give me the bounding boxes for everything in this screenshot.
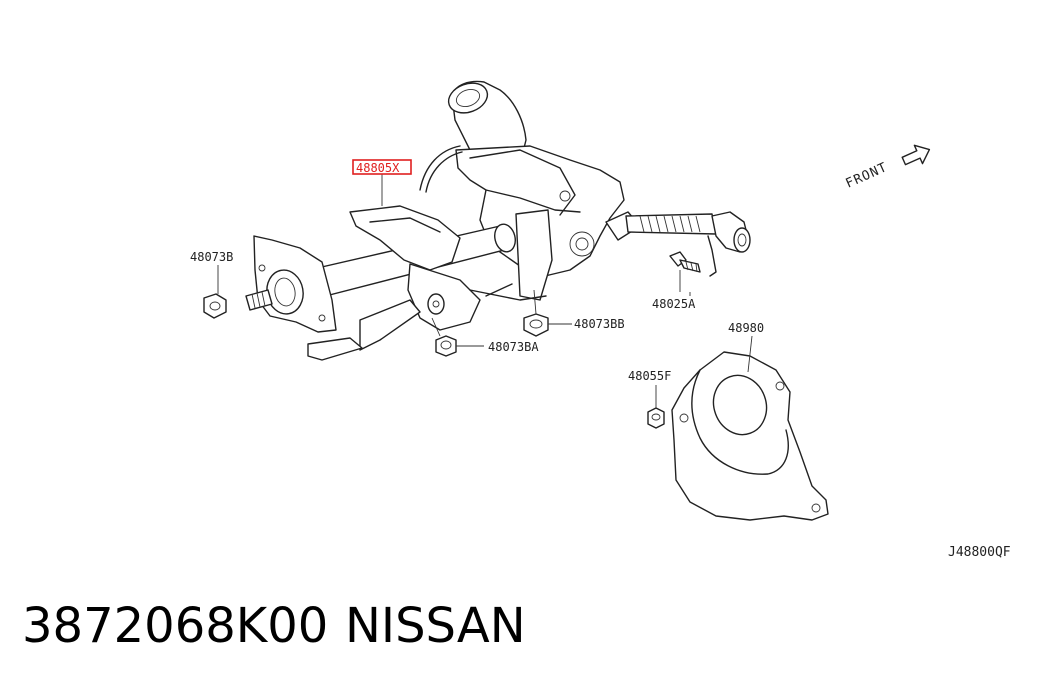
brand-name: NISSAN (345, 598, 526, 654)
column-cover-48980 (671, 335, 829, 521)
label-48025a: 48025A (652, 297, 696, 311)
nut-48055f (647, 385, 665, 429)
nut-48073ba (431, 317, 484, 357)
steering-column-assembly (245, 80, 625, 361)
label-48980: 48980 (728, 321, 764, 335)
nut-48073b (203, 265, 227, 319)
intermediate-shaft (605, 211, 751, 277)
bolt-48025a (669, 251, 701, 292)
part-number: 3872068K00 (22, 598, 329, 654)
front-indicator: FRONT (844, 144, 931, 192)
highlight-box-48805x (352, 159, 412, 175)
nut-48073bb (523, 289, 572, 337)
label-48073bb: 48073BB (574, 317, 625, 331)
drawing-code: J48800QF (948, 545, 1011, 560)
front-arrow-icon (901, 144, 931, 166)
label-48073b: 48073B (190, 250, 233, 264)
label-48073ba: 48073BA (488, 340, 539, 354)
front-label: FRONT (844, 160, 890, 192)
label-48055f: 48055F (628, 369, 671, 383)
label-48805x: 48805X (356, 161, 400, 175)
